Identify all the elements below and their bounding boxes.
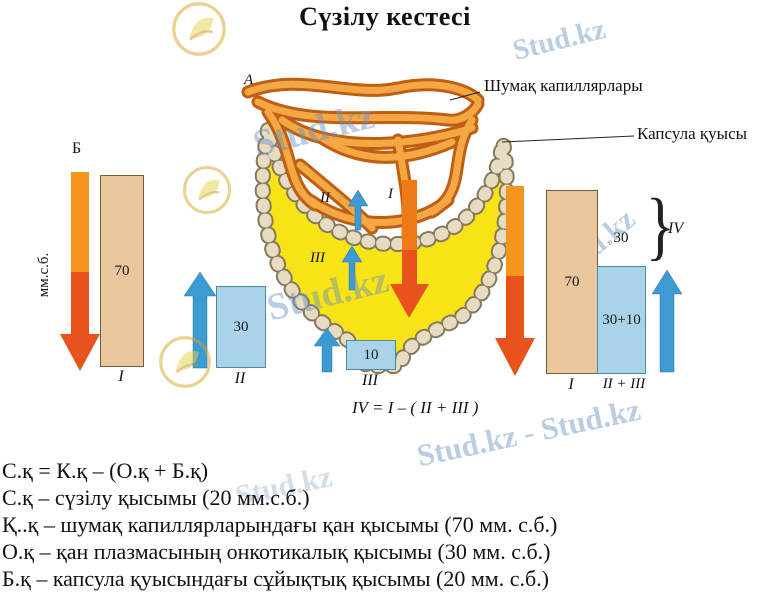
figure-title: Сүзілу кестесі [299,2,471,31]
label-mmhg-axis: мм.с.б. [36,252,52,298]
label-net-30: 30 [613,230,629,246]
pointer-lines [449,91,635,143]
capsule-arrow-inner [341,245,363,291]
bar-capillary-pressure-left: 70 [100,175,144,367]
counter-pressure-arrow-right [651,269,683,373]
legend-line-5: Б.қ – капсула қуысындағы сұйықтық қысымы… [2,566,549,591]
blood-pressure-arrow-left [60,172,100,371]
bar-opposing-pressures: 30+10 [597,266,646,374]
label-inner-i: I [388,186,393,202]
label-a: А [244,72,254,88]
label-inner-iii: III [310,250,325,266]
capsule-cells [254,128,515,374]
brace-glyph: } [645,184,675,268]
capsule-arrow-bottom [313,327,341,373]
label-bar-ii: II [234,370,246,387]
label-capsule-cavity: Капсула қуысы [637,124,748,143]
legend-line-2: С.қ – сүзілу қысымы (20 мм.с.б.) [2,485,310,510]
label-capillaries: Шумақ капиллярлары [484,76,643,95]
blood-pressure-arrow-right [495,186,535,376]
label-b: Б [72,140,82,157]
bar-capillary-pressure-right: 70 [546,190,598,374]
bar-oncotic-pressure: 30 [216,286,266,368]
oncotic-arrow-left [183,271,217,369]
filtration-arrow-glomerulus [390,180,429,318]
bar-value: 10 [363,346,379,363]
oncotic-arrow-inner [347,189,369,231]
legend-line-4: О.қ – қан плазмасының онкотикалық қысымы… [2,539,551,564]
label-bar-i-left: I [118,368,124,385]
label-bar-i-right: I [568,376,574,393]
bowman-capsule [254,128,515,374]
label-iv: IV [668,220,684,237]
legend-line-3: Қ..қ – шумақ капиллярларындағы қан қысым… [2,512,558,537]
label-bar-ii-plus-iii: II + III [602,376,646,392]
formula: IV = I – ( II + III ) [352,398,479,417]
bar-value: 70 [564,273,580,290]
bar-value: 30+10 [602,311,641,328]
legend-line-1: С.қ = К.қ – (О.қ + Б.қ) [2,458,209,483]
bar-value: 30 [233,318,249,335]
bar-capsule-pressure: 10 [346,340,396,370]
label-bar-iii: III [362,372,378,389]
bar-value: 70 [114,262,130,279]
label-inner-ii: II [320,190,330,206]
